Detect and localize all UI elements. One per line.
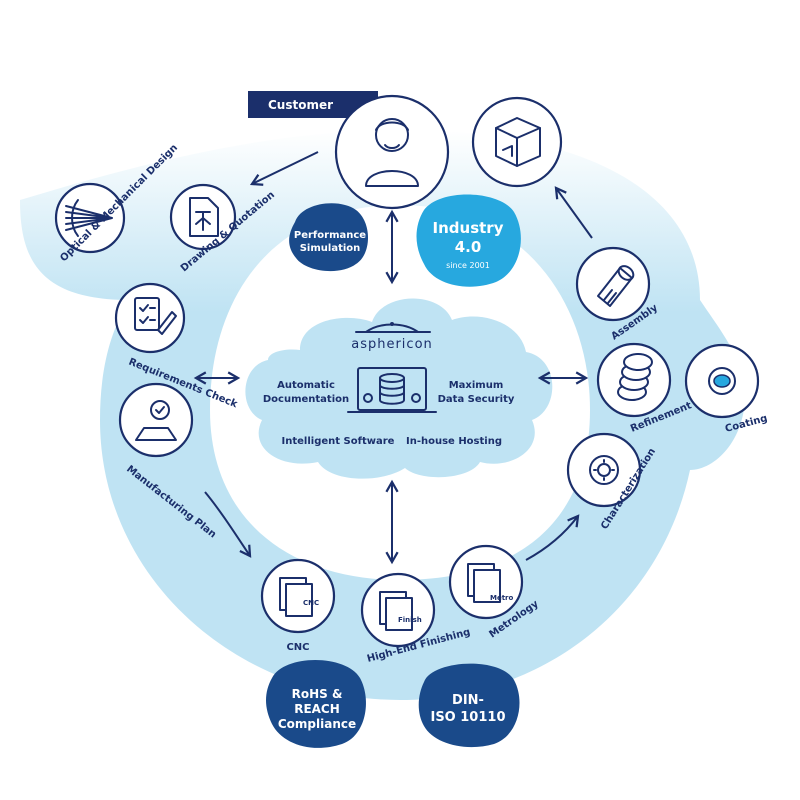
din-badge <box>418 663 520 748</box>
performance-line1: Performance <box>294 230 366 241</box>
flow-arrows <box>193 151 593 565</box>
rohs-line3: Compliance <box>278 717 356 731</box>
industry-line1: Industry <box>433 219 504 237</box>
industry-line2: 4.0 <box>455 238 482 256</box>
metro-tag: Metro <box>490 594 514 602</box>
assembly-node[interactable] <box>575 246 651 322</box>
lens-barrel-icon <box>597 265 635 307</box>
automatic-line1: Automatic <box>277 380 335 391</box>
checklist-icon <box>134 297 177 335</box>
server-laptop-icon <box>347 367 437 413</box>
plan-gear-icon <box>135 400 177 441</box>
lens-inspection-icon <box>589 455 619 485</box>
customer-label: Customer <box>268 98 333 112</box>
performance-line2: Simulation <box>300 243 361 254</box>
din-line2: ISO 10110 <box>430 710 505 725</box>
cnc-machine-icon <box>279 577 313 617</box>
person-icon <box>365 118 419 187</box>
lens-rays-icon <box>65 199 113 237</box>
package-icon <box>495 117 541 167</box>
asphericon-logo <box>355 322 431 333</box>
cnc-label: CNC <box>286 642 309 653</box>
din-line1: DIN- <box>452 693 484 708</box>
requirements-node[interactable] <box>114 282 186 354</box>
manufacturing-plan-node[interactable] <box>118 382 194 458</box>
industry-badge <box>416 194 521 287</box>
coated-lens-icon <box>708 367 736 395</box>
finishing-machine-icon <box>379 591 413 631</box>
industry-since: since 2001 <box>446 261 490 270</box>
characterization-node[interactable] <box>566 432 642 508</box>
maximum-line2: Data Security <box>438 394 515 405</box>
automatic-line2: Documentation <box>263 394 349 405</box>
cloud-brand: asphericon <box>351 337 433 352</box>
performance-badge <box>289 203 368 272</box>
cnc-tag: CNC <box>303 599 319 607</box>
metrology-machine-icon <box>467 563 501 603</box>
lens-stack-icon <box>617 353 653 401</box>
drawing-document-icon <box>189 197 219 237</box>
process-ring <box>20 130 745 700</box>
intelligent-software: Intelligent Software <box>282 436 395 447</box>
inhouse-hosting: In-house Hosting <box>406 436 502 447</box>
maximum-line1: Maximum <box>449 380 504 391</box>
rohs-line2: REACH <box>294 702 340 716</box>
finish-tag: Finish <box>398 616 422 624</box>
rohs-line1: RoHS & <box>292 687 343 701</box>
rohs-badge <box>266 660 366 748</box>
